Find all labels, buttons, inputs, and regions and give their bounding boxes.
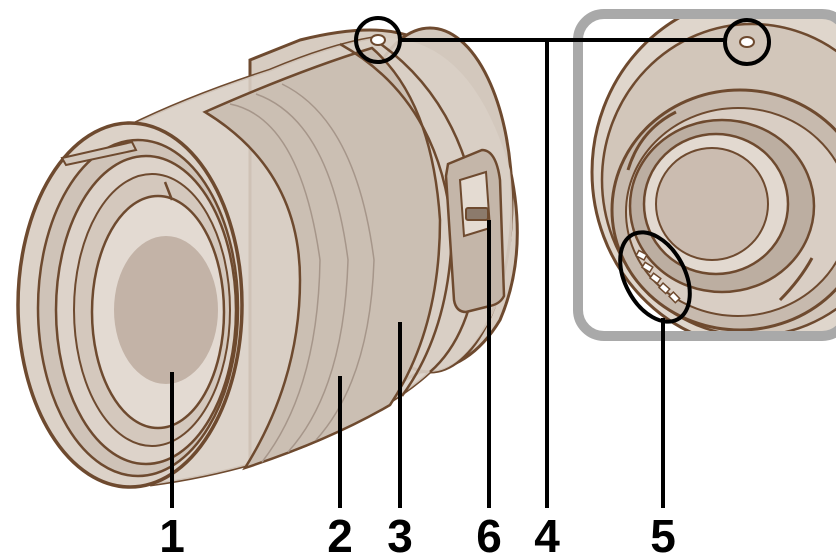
contacts-highlight xyxy=(618,230,692,324)
callout-4: 4 xyxy=(534,510,560,560)
ring-grooves xyxy=(229,83,375,463)
callout-2: 2 xyxy=(327,510,353,560)
callout-5: 5 xyxy=(650,510,676,560)
rear-glass xyxy=(655,147,769,261)
rear-view-inset xyxy=(573,9,836,341)
callout-1: 1 xyxy=(159,510,185,560)
callout-3: 3 xyxy=(387,510,413,560)
front-glass xyxy=(114,236,218,384)
zoom-ring xyxy=(202,46,442,471)
inset-frame xyxy=(573,9,836,341)
index-dot xyxy=(370,34,386,46)
lens-main-view xyxy=(16,26,519,489)
callout-6: 6 xyxy=(476,510,502,560)
leader-lines xyxy=(170,38,725,508)
mount-contacts xyxy=(635,249,681,304)
switch-knob xyxy=(465,207,489,221)
rear-index-dot xyxy=(739,36,755,48)
lens-switch xyxy=(444,148,506,314)
